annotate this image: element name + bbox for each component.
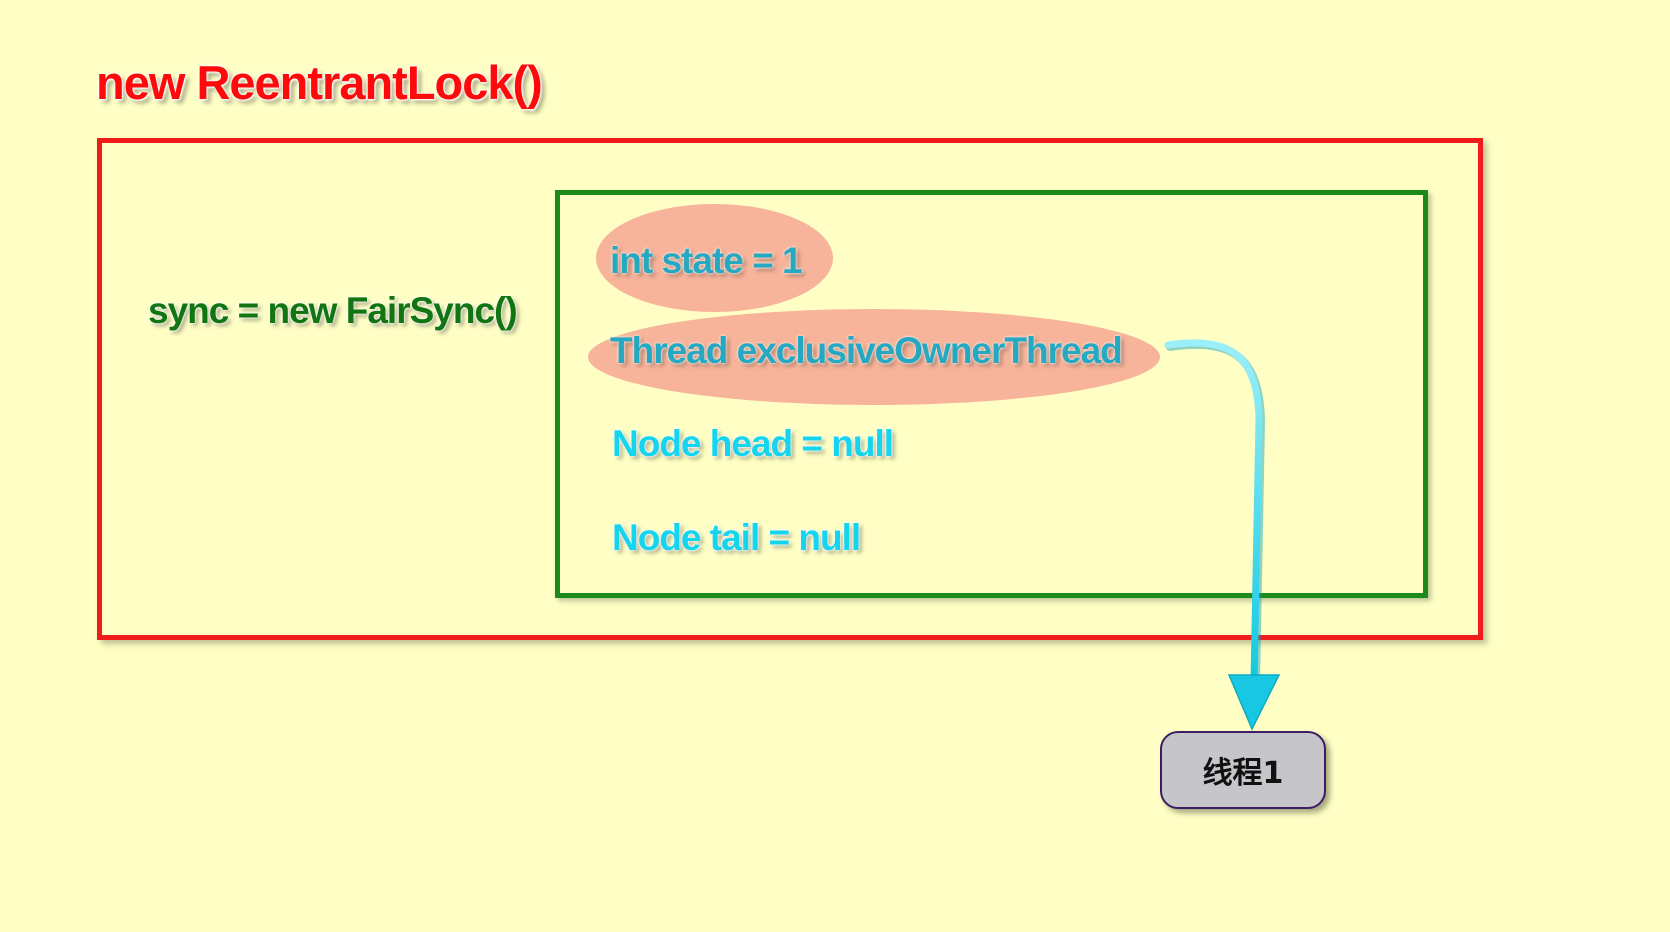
- state-highlight: [596, 204, 833, 312]
- fairsync-box: [555, 190, 1428, 598]
- arrow-head: [1227, 674, 1281, 731]
- owner-highlight: [588, 309, 1160, 405]
- reentrantlock-box: [97, 138, 1483, 640]
- head-field: Node head = null: [612, 423, 894, 464]
- owner-thread-field: Thread exclusiveOwnerThread: [610, 330, 1123, 371]
- diagram-title: new ReentrantLock(): [96, 56, 543, 109]
- tail-field: Node tail = null: [612, 517, 861, 558]
- state-field: int state = 1: [610, 240, 803, 281]
- thread-node: 线程1: [1160, 731, 1326, 809]
- sync-label: sync = new FairSync(): [148, 290, 518, 331]
- thread-node-label: 线程1: [1202, 756, 1284, 791]
